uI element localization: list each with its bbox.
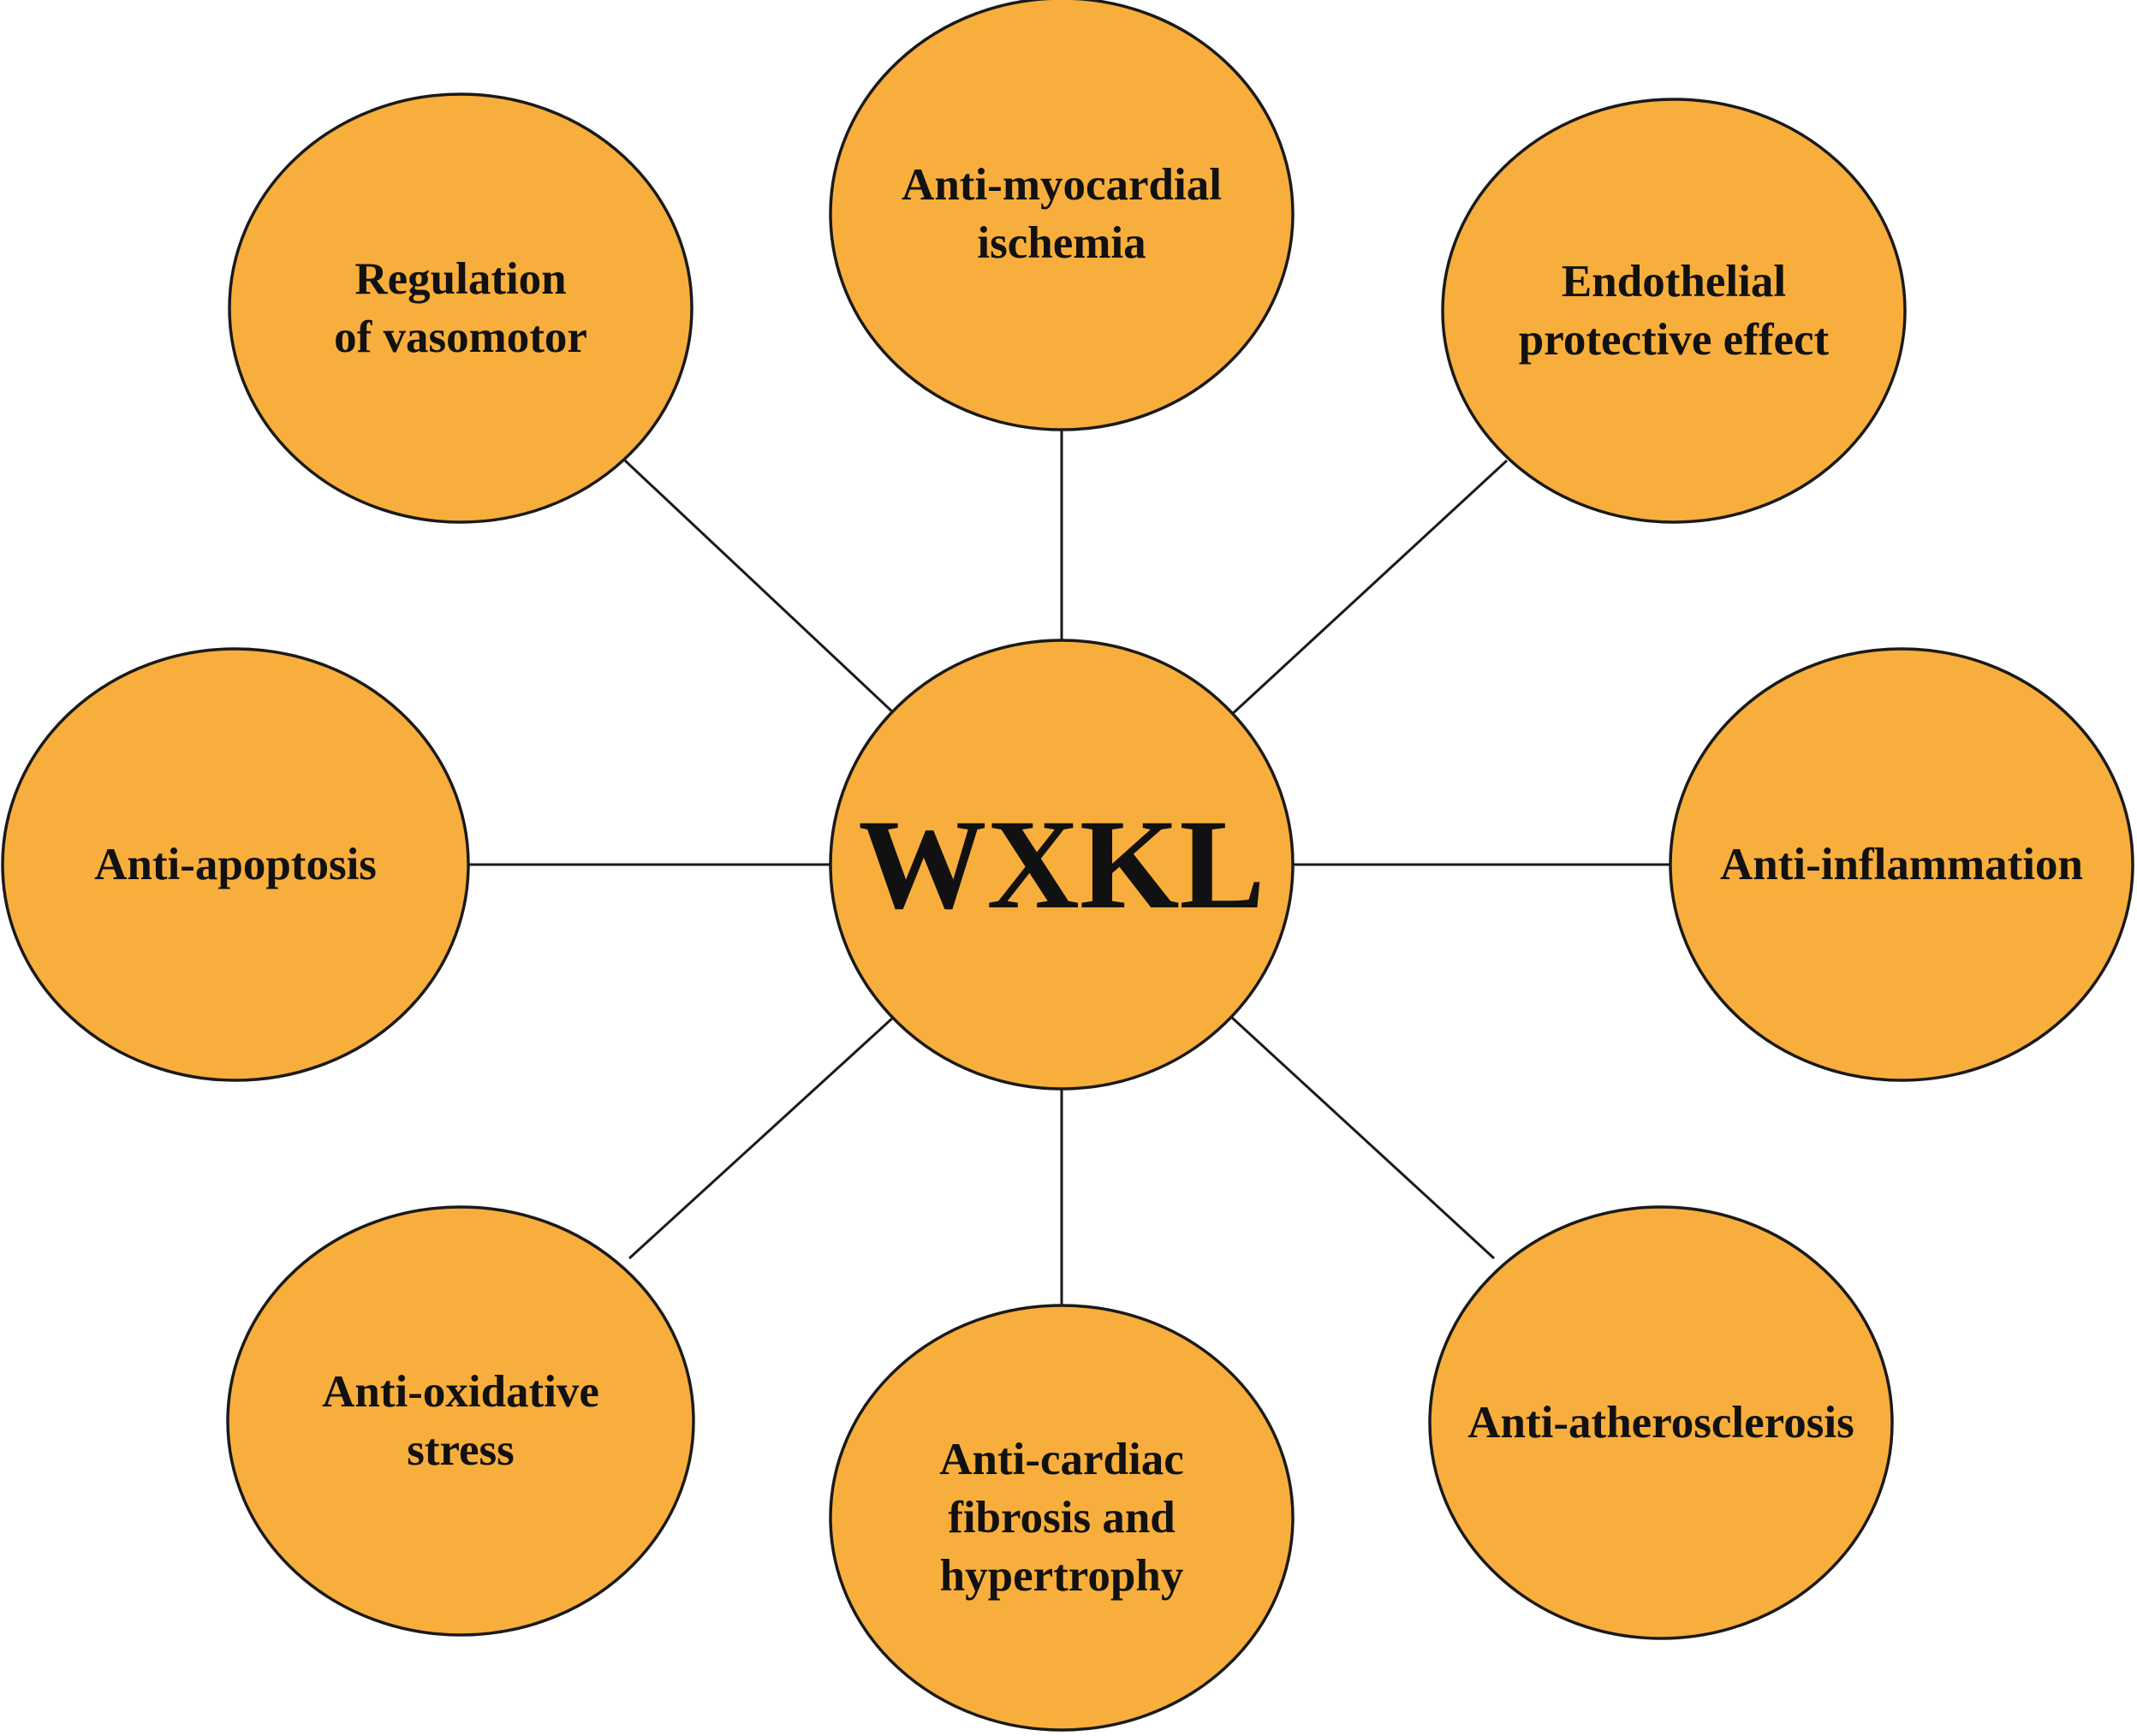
node-label-anti-apoptosis-line-1: Anti-apoptosis [94,840,377,889]
node-ellipse-anti-cardiac-fibrosis-and-hypertrophy [829,1304,1295,1732]
connector-anti-oxidative-stress [628,1014,896,1260]
node-anti-myocardial-ischemia: Anti-myocardial ischemia [829,0,1295,431]
node-regulation-of-vasomotor: Regulation of vasomotor [228,92,693,524]
node-label-regulation-of-vasomotor-line-2: of vasomotor [334,312,587,362]
node-label-endothelial-protective-effect-line-2: protective effect [1519,315,1830,365]
node-label-endothelial-protective-effect-line-1: Endothelial [1562,257,1786,306]
node-anti-apoptosis: Anti-apoptosis [1,647,470,1082]
center-node: WXKL [829,639,1295,1091]
node-anti-cardiac-fibrosis-and-hypertrophy: Anti-cardiac fibrosis and hypertrophy [829,1304,1295,1732]
node-ellipse-regulation-of-vasomotor [228,92,693,524]
node-anti-oxidative-stress: Anti-oxidative stress [226,1205,695,1637]
connector-endothelial-protective-effect [1227,459,1509,719]
node-label-anti-atherosclerosis-line-1: Anti-atherosclerosis [1467,1398,1854,1448]
node-label-anti-myocardial-ischemia-line-2: ischemia [977,218,1146,268]
node-ellipse-anti-inflammation [1669,647,2134,1082]
node-ellipse-anti-apoptosis [1,647,470,1082]
node-anti-atherosclerosis: Anti-atherosclerosis [1428,1205,1894,1640]
node-label-anti-cardiac-fibrosis-and-hypertrophy-line-2: fibrosis and [948,1493,1176,1543]
node-ellipse-anti-myocardial-ischemia [829,0,1295,431]
node-endothelial-protective-effect: Endothelial protective effect [1441,98,1907,524]
connectors [467,426,1670,1305]
node-ellipse-anti-oxidative-stress [226,1205,695,1637]
node-label-anti-oxidative-stress-line-1: Anti-oxidative [322,1367,599,1417]
connector-regulation-of-vasomotor [623,459,896,716]
node-label-anti-cardiac-fibrosis-and-hypertrophy-line-3: hypertrophy [940,1551,1184,1601]
node-ellipse-endothelial-protective-effect [1441,98,1907,524]
node-label-anti-myocardial-ischemia-line-1: Anti-myocardial [902,160,1222,210]
node-label-anti-cardiac-fibrosis-and-hypertrophy-line-1: Anti-cardiac [939,1435,1184,1484]
node-label-anti-inflammation-line-1: Anti-inflammation [1720,840,2083,889]
node-ellipse-anti-atherosclerosis [1428,1205,1894,1640]
node-anti-inflammation: Anti-inflammation [1669,647,2134,1082]
node-label-anti-oxidative-stress-line-2: stress [407,1425,515,1475]
node-label-regulation-of-vasomotor-line-1: Regulation [354,254,566,304]
center-label: WXKL [858,794,1265,936]
center-ellipse [829,639,1295,1091]
connector-anti-atherosclerosis [1229,1014,1496,1260]
